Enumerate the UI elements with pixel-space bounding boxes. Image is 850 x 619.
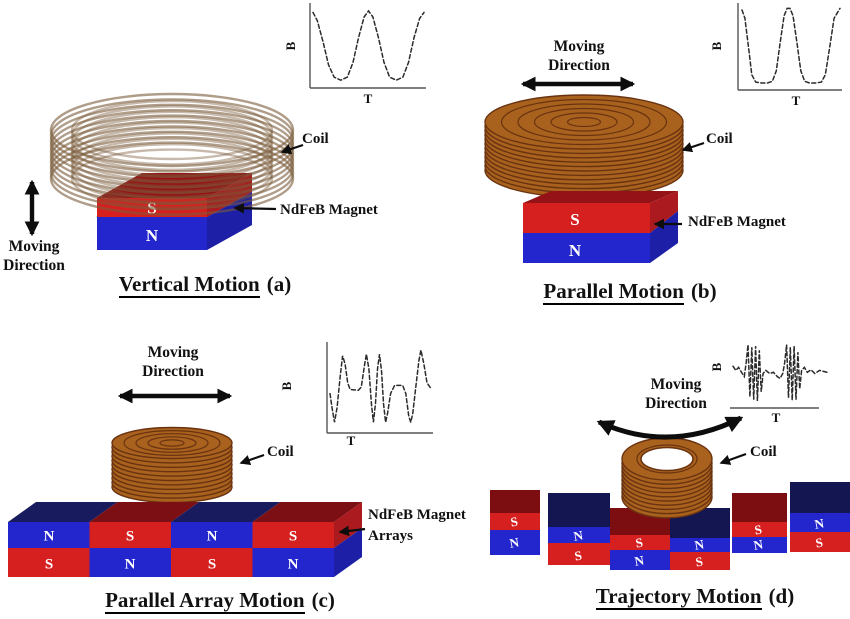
array-c-r2c1: S xyxy=(45,557,53,573)
title-a: Vertical Motion(a) xyxy=(55,272,355,298)
magnet-b-label: NdFeB Magnet xyxy=(688,214,786,230)
block-d-1: S N xyxy=(490,490,540,555)
array-c-r2c4: N xyxy=(288,557,299,573)
field-graph-a: B T xyxy=(283,3,426,106)
moving-direction-c-line2: Direction xyxy=(142,363,204,380)
block-d-6-bottom: S xyxy=(814,535,824,551)
coil-d xyxy=(621,437,713,519)
title-d: Trajectory Motion(d) xyxy=(555,584,835,610)
vertical-motion-arrow xyxy=(24,179,40,237)
coil-d-pointer-arrow xyxy=(719,452,747,465)
block-d-2-bottom: S xyxy=(573,548,583,564)
ndfeb-magnet-array-c: N S N S S N S N xyxy=(8,502,362,577)
parallel-array-motion-arrow xyxy=(117,388,233,404)
title-b-text: Parallel Motion xyxy=(543,279,684,305)
trajectory-motion-arrow xyxy=(596,415,744,440)
title-b: Parallel Motion(b) xyxy=(495,279,765,305)
magnet-a-pole-bottom: N xyxy=(146,226,159,245)
block-d-4-bottom: S xyxy=(694,554,704,570)
title-d-tag: (d) xyxy=(768,584,795,608)
array-c-r1c2: S xyxy=(126,529,134,545)
block-d-4-top: N xyxy=(693,536,705,553)
graph-c-curve xyxy=(329,349,432,426)
block-d-5: S N xyxy=(732,493,787,553)
moving-direction-d-line1: Moving xyxy=(650,376,702,393)
block-d-3-top: S xyxy=(634,535,644,551)
magnet-a-label: NdFeB Magnet xyxy=(280,202,378,218)
coil-b-windings xyxy=(484,94,684,199)
array-c-pointer-arrow xyxy=(338,525,366,537)
moving-direction-b: Moving Direction xyxy=(518,37,640,75)
block-d-2: N S xyxy=(548,493,610,565)
field-graph-c: B T xyxy=(279,342,433,448)
coil-d-windings xyxy=(621,437,713,519)
parallel-motion-arrow xyxy=(520,76,636,92)
magnet-a-pointer-arrow xyxy=(233,202,277,214)
title-d-text: Trajectory Motion xyxy=(595,584,762,610)
array-c-r2c2: N xyxy=(125,557,136,573)
graph-d-y-label: B xyxy=(709,362,724,371)
moving-direction-a-line2: Direction xyxy=(3,257,65,274)
block-d-5-top: S xyxy=(753,522,763,538)
graph-b-x-label: T xyxy=(792,93,801,108)
graph-a-x-label: T xyxy=(364,91,373,106)
graph-b-curve xyxy=(741,7,841,84)
coil-a xyxy=(49,92,295,216)
coil-d-label: Coil xyxy=(750,444,777,460)
graph-d-curve xyxy=(732,344,828,402)
coil-c-label: Coil xyxy=(267,444,294,460)
graph-b-y-label: B xyxy=(709,41,724,50)
moving-direction-d-line2: Direction xyxy=(645,395,707,412)
array-c-r1c3: N xyxy=(207,529,218,545)
moving-direction-a-line1: Moving xyxy=(8,238,60,255)
block-d-6-top: N xyxy=(813,515,825,532)
moving-direction-c-line1: Moving xyxy=(147,344,199,361)
array-c-label: NdFeB Magnet Arrays xyxy=(368,505,466,547)
array-c-r1c4: S xyxy=(289,529,297,545)
moving-direction-a: Moving Direction xyxy=(0,237,72,275)
coil-b xyxy=(484,94,684,199)
block-d-6: N S xyxy=(790,482,850,552)
block-d-2-top: N xyxy=(572,527,584,544)
coil-a-pointer-arrow xyxy=(280,143,304,155)
field-graph-b: B T xyxy=(709,3,842,108)
moving-direction-c: Moving Direction xyxy=(112,343,234,381)
title-b-tag: (b) xyxy=(690,279,717,303)
graph-c-x-label: T xyxy=(347,433,356,448)
coil-a-label: Coil xyxy=(302,131,329,147)
title-c-text: Parallel Array Motion xyxy=(105,588,305,614)
coil-c-windings xyxy=(111,426,233,504)
title-a-text: Vertical Motion xyxy=(118,272,260,298)
title-c-tag: (c) xyxy=(311,588,335,612)
graph-a-y-label: B xyxy=(283,41,298,50)
moving-direction-b-line1: Moving xyxy=(553,38,605,55)
ndfeb-magnet-blocks-d: S N N S S N N S S N xyxy=(490,482,850,570)
graph-c-y-label: B xyxy=(279,381,294,390)
graph-d-x-label: T xyxy=(772,410,781,425)
moving-direction-b-line2: Direction xyxy=(548,57,610,74)
graph-a-curve xyxy=(312,9,425,82)
block-d-4: N S xyxy=(670,508,730,570)
array-c-label-line2: Arrays xyxy=(368,528,413,544)
coil-c xyxy=(111,426,233,504)
magnet-b-pole-top: S xyxy=(570,210,579,229)
moving-direction-d: Moving Direction xyxy=(612,375,740,413)
magnet-b-pole-bottom: N xyxy=(569,241,582,260)
coil-b-pointer-arrow xyxy=(681,141,705,153)
coil-c-pointer-arrow xyxy=(239,453,265,466)
title-c: Parallel Array Motion(c) xyxy=(55,588,385,614)
array-c-r1c1: N xyxy=(44,529,55,545)
block-d-1-bottom: N xyxy=(508,534,520,551)
magnet-b-pointer-arrow xyxy=(653,218,682,230)
block-d-5-bottom: N xyxy=(752,536,764,553)
block-d-1-top: S xyxy=(509,514,519,530)
array-c-r2c3: S xyxy=(208,557,216,573)
coil-b-label: Coil xyxy=(706,131,733,147)
block-d-3-bottom: N xyxy=(633,552,645,569)
title-a-tag: (a) xyxy=(266,272,292,296)
field-graph-d: B T xyxy=(709,344,828,425)
array-c-label-line1: NdFeB Magnet xyxy=(368,507,466,523)
coil-a-windings xyxy=(49,92,295,216)
